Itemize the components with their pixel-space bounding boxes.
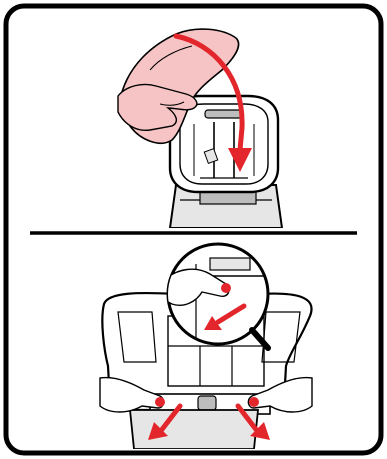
illustration-svg <box>0 0 387 459</box>
instruction-illustration <box>0 0 387 459</box>
